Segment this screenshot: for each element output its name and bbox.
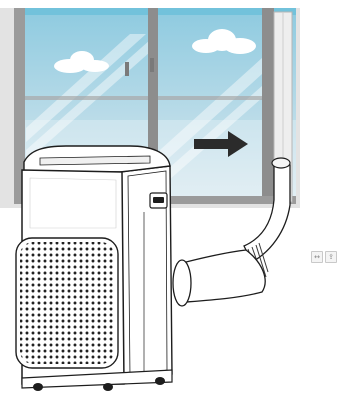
expand-arrows-icon: ↔ [314, 254, 320, 261]
top-control-panel [40, 156, 150, 165]
hose-window-connector [272, 158, 290, 168]
window-handle [125, 62, 129, 76]
expand-image-button[interactable]: ↔ [311, 251, 323, 263]
hose-unit-connector [173, 260, 191, 306]
air-conditioner-unit [16, 146, 172, 391]
share-icon: ⇪ [328, 254, 334, 261]
share-image-button[interactable]: ⇪ [325, 251, 337, 263]
